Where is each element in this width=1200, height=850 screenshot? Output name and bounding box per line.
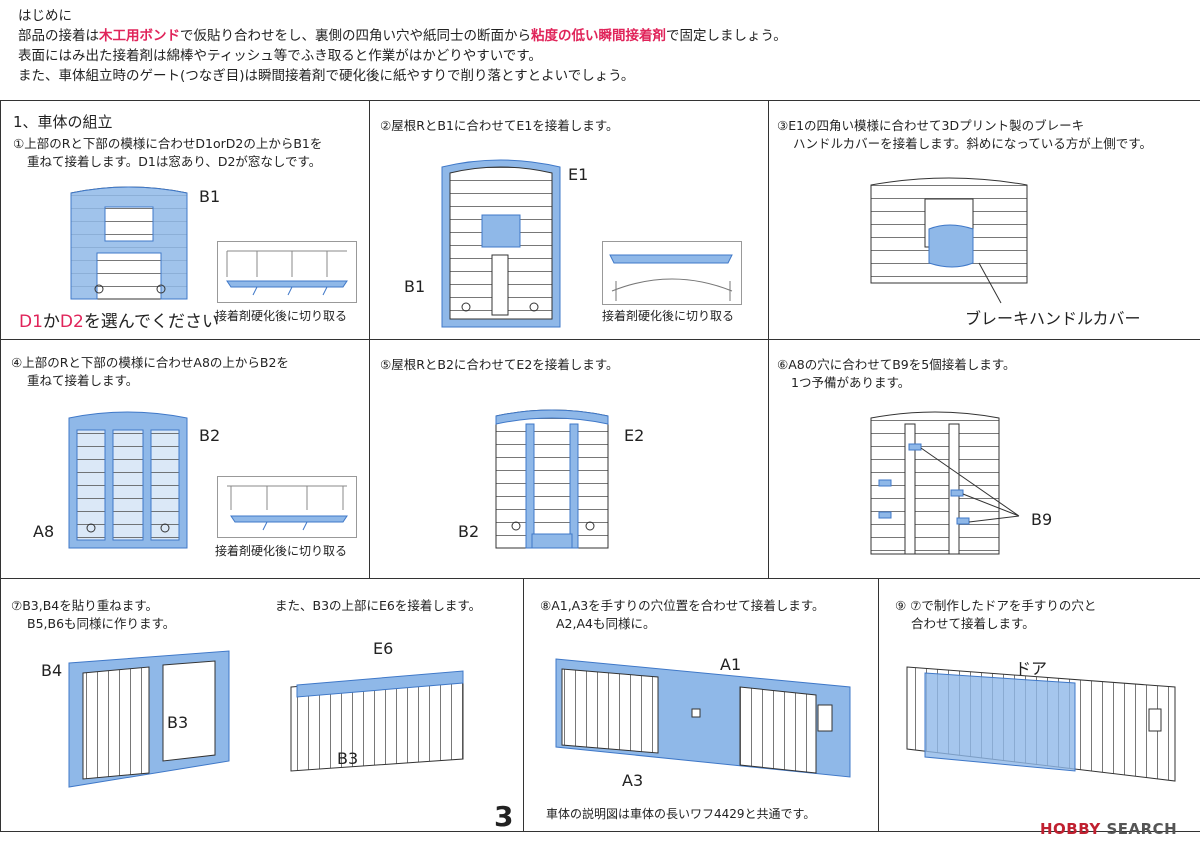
step8-a1-a3-diagram [555, 658, 851, 778]
step4-detail-inset [217, 476, 357, 538]
step4-panel: ④上部のRと下部の模様に合わせA8の上からB2を 重ねて接着します。 B2 A8… [0, 339, 372, 581]
step7-e6-diagram [290, 670, 464, 772]
hobby-search-logo: HOBBY SEARCH [1040, 820, 1177, 838]
step2-label-e1: E1 [568, 165, 589, 184]
step1-label-b1: B1 [199, 187, 221, 206]
step6-panel: ⑥A8の穴に合わせてB9を5個接着します。 1つ予備があります。 B9 [768, 339, 1200, 581]
step2-panel: ②屋根RとB1に合わせてE1を接着します。 E1 B1 接着剤硬化後に切り取る [369, 100, 771, 342]
step7-label-e6: E6 [373, 639, 394, 658]
step7-panel: ⑦B3,B4を貼り重ねます。 B5,B6も同様に作ります。 また、B3の上部にE… [0, 578, 526, 832]
step6-b9-diagram [870, 411, 1020, 555]
intro-highlight-glue: 木工用ボンド [99, 28, 180, 44]
step8-label-a3: A3 [622, 771, 644, 790]
intro-line1: 部品の接着は木工用ボンドで仮貼り合わせをし、裏側の四角い穴や紙同士の断面から粘度… [18, 26, 787, 46]
step3-label: ブレーキハンドルカバー [965, 309, 1141, 328]
step9-label-door: ドア [1015, 659, 1048, 678]
step5-label-b2: B2 [458, 522, 480, 541]
step4-text1: ④上部のRと下部の模様に合わせA8の上からB2を [11, 355, 289, 370]
step3-panel: ③E1の四角い模様に合わせて3Dプリント製のブレーキ ハンドルカバーを接着します… [768, 100, 1200, 342]
step4-wall-b2-diagram [68, 411, 188, 549]
step2-detail-inset [602, 241, 742, 305]
step7-text3: また、B3の上部にE6を接着します。 [275, 598, 482, 613]
step2-wall-e1-diagram [441, 159, 561, 328]
step1-detail-inset [217, 241, 357, 303]
step3-brake-cover-diagram [870, 177, 1028, 304]
step4-label-b2: B2 [199, 426, 221, 445]
step9-text2: 合わせて接着します。 [911, 616, 1035, 631]
intro-section: はじめに 部品の接着は木工用ボンドで仮貼り合わせをし、裏側の四角い穴や紙同士の断… [18, 6, 787, 86]
step1-choose-rest: を選んでください [83, 312, 219, 332]
step5-label-e2: E2 [624, 426, 645, 445]
step6-text2: 1つ予備があります。 [791, 375, 911, 390]
intro-title: はじめに [18, 8, 72, 24]
intro-line2: 表面にはみ出た接着剤は綿棒やティッシュ等でふき取ると作業がはかどりやすいです。 [18, 48, 542, 64]
step3-text1: ③E1の四角い模様に合わせて3Dプリント製のブレーキ [777, 118, 1085, 133]
step7-label-b3a: B3 [167, 713, 189, 732]
intro-line1-e: で固定しましょう。 [666, 28, 787, 44]
step1-wall-b1-diagram [70, 186, 188, 300]
step4-text2: 重ねて接着します。 [27, 373, 139, 388]
step7-b3-b4-diagram [68, 650, 230, 788]
step5-wall-e2-diagram [495, 409, 609, 549]
step1-heading: 1、車体の組立 [13, 113, 113, 131]
step2-text: ②屋根RとB1に合わせてE1を接着します。 [380, 118, 619, 133]
step1-choose-d: D1かD2を選んでください [19, 313, 219, 331]
step9-text1: ⑨ ⑦で制作したドアを手すりの穴と [895, 598, 1097, 613]
step6-text1: ⑥A8の穴に合わせてB9を5個接着します。 [777, 357, 1016, 372]
step4-note: 接着剤硬化後に切り取る [215, 544, 348, 558]
step8-label-a1: A1 [720, 655, 742, 674]
step9-door-diagram [906, 666, 1176, 782]
logo-search: SEARCH [1106, 820, 1178, 838]
step1-text2: 重ねて接着します。D1は窓あり、D2が窓なしです。 [27, 154, 322, 169]
step3-text2: ハンドルカバーを接着します。斜めになっている方が上側です。 [793, 136, 1153, 151]
step6-label-b9: B9 [1031, 510, 1053, 529]
step2-label-b1: B1 [404, 277, 426, 296]
step1-panel: 1、車体の組立 ①上部のRと下部の模様に合わせD1orD2の上からB1を 重ねて… [0, 100, 372, 342]
step5-panel: ⑤屋根RとB2に合わせてE2を接着します。 E2 B2 [369, 339, 771, 581]
step1-note: 接着剤硬化後に切り取る [215, 309, 348, 323]
step7-label-b4: B4 [41, 661, 63, 680]
step7-text2: B5,B6も同様に作ります。 [27, 616, 176, 631]
page-number: 3 [494, 800, 514, 833]
step8-text1: ⑧A1,A3を手すりの穴位置を合わせて接着します。 [540, 598, 825, 613]
logo-hobby: HOBBY [1040, 820, 1101, 838]
step8-text2: A2,A4も同様に。 [556, 616, 656, 631]
step7-label-b3b: B3 [337, 749, 359, 768]
step1-d1-label: D1 [19, 312, 43, 332]
intro-line3: また、車体組立時のゲート(つなぎ目)は瞬間接着剤で硬化後に紙やすりで削り落とすと… [18, 68, 635, 84]
intro-line1-a: 部品の接着は [18, 28, 99, 44]
intro-line1-c: で仮貼り合わせをし、裏側の四角い穴や紙同士の断面から [180, 28, 531, 44]
step4-label-a8: A8 [33, 522, 55, 541]
step8-footer: 車体の説明図は車体の長いワフ4429と共通です。 [546, 807, 816, 821]
step1-d2-label: D2 [59, 312, 84, 332]
step9-panel: ⑨ ⑦で制作したドアを手すりの穴と 合わせて接着します。 ドア [878, 578, 1200, 832]
step1-text1: ①上部のRと下部の模様に合わせD1orD2の上からB1を [13, 136, 323, 151]
step1-ka: か [42, 312, 60, 332]
step2-note: 接着剤硬化後に切り取る [602, 309, 735, 323]
step7-text1: ⑦B3,B4を貼り重ねます。 [11, 598, 158, 613]
step5-text: ⑤屋根RとB2に合わせてE2を接着します。 [380, 357, 619, 372]
intro-highlight-superglue: 粘度の低い瞬間接着剤 [531, 28, 666, 44]
step8-panel: ⑧A1,A3を手すりの穴位置を合わせて接着します。 A2,A4も同様に。 A1 … [523, 578, 881, 832]
